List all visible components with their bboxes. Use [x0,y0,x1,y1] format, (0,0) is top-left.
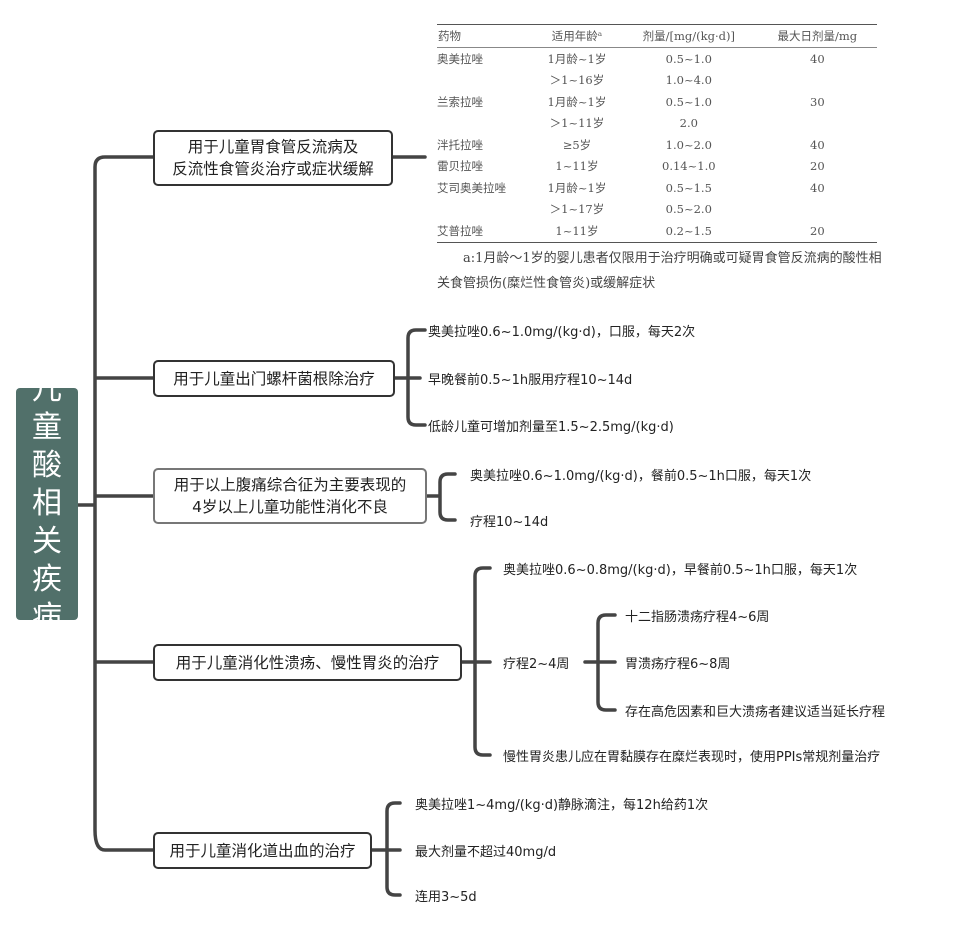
leaf-item: 奥美拉唑0.6~1.0mg/(kg·d)，口服，每天2次 [428,325,696,340]
sub-leaf-item: 胃溃疡疗程6~8周 [625,657,731,672]
branch-label: 反流性食管炎治疗或症状缓解 [172,160,374,178]
trunk-line [76,155,155,852]
table-cell: 雷贝拉唑 [437,159,483,174]
branch2-bracket [393,328,427,427]
table-header: 最大日剂量/mg [757,24,877,48]
branch-label: 用于儿童胃食管反流病及 [187,138,359,156]
table-cell: 1~11岁 [534,220,620,243]
table-cell [437,199,534,221]
table-cell: ＞1~11岁 [549,116,605,131]
table-cell: 1.0~4.0 [665,73,712,88]
table-cell: 1.0~2.0 [665,137,712,152]
table-cell: 0.5~1.5 [665,180,712,195]
root-char: 关 [32,524,62,559]
table-cell: 1月龄~1岁 [547,51,607,66]
table-cell: ≥5岁 [562,137,592,152]
leaf-item: 奥美拉唑1~4mg/(kg·d)静脉滴注，每12h给药1次 [415,798,709,813]
table-row: 泮托拉唑 ≥5岁 1.0~2.0 40 [437,134,877,156]
table-cell: 1月龄~1岁 [547,180,607,195]
table-row: ＞1~11岁 2.0 [437,113,877,135]
root-char: 疾 [32,562,62,597]
table-cell [437,70,534,92]
leaf-item: 早晚餐前0.5~1h服用疗程10~14d [428,373,633,388]
table-header: 药物 [437,24,534,48]
table-cell: ＞1~16岁 [549,73,605,88]
branch-label: 4岁以上儿童功能性消化不良 [192,498,388,516]
table-header: 适用年龄ᵃ [534,24,620,48]
root-char: 酸 [32,448,62,483]
table-footnote: a:1月龄～1岁的婴儿患者仅限用于治疗明确或可疑胃食管反流病的酸性相关食管损伤(… [437,251,882,291]
branch4-bracket [460,566,492,757]
table-cell: 1~11岁 [555,159,599,174]
branch3-bracket [425,472,457,522]
branch5-bracket [370,801,402,897]
branch-hp[interactable]: 用于儿童出门螺杆菌根除治疗 [153,360,395,397]
table-cell: 奥美拉唑 [437,51,483,66]
branch-label: 用于儿童消化性溃疡、慢性胃炎的治疗 [175,653,440,672]
leaf-item: 慢性胃炎患儿应在胃黏膜存在糜烂表现时，使用PPIs常规剂量治疗 [503,750,881,765]
table-cell [758,70,877,92]
root-node: 儿 童 酸 相 关 疾 病 [16,372,78,635]
branch-ulcer[interactable]: 用于儿童消化性溃疡、慢性胃炎的治疗 [153,644,462,681]
branch-label: 用于以上腹痛综合征为主要表现的 [173,476,407,494]
leaf-item: 连用3~5d [415,890,477,905]
table-cell: 艾普拉唑 [437,220,534,243]
leaf-item: 奥美拉唑0.6~0.8mg/(kg·d)，早餐前0.5~1h口服，每天1次 [503,563,858,578]
branch-dyspepsia[interactable]: 用于以上腹痛综合征为主要表现的 4岁以上儿童功能性消化不良 [153,468,427,524]
table-cell: 兰索拉唑 [437,94,483,109]
table-cell [437,113,534,135]
table-cell [758,199,877,221]
table-cell: 40 [810,180,825,195]
leaf-item: 疗程2~4周 [503,657,570,672]
table-cell: 泮托拉唑 [437,137,483,152]
branch-label: 用于儿童消化道出血的治疗 [169,841,356,860]
root-char: 病 [32,600,62,635]
sub-leaf-item: 十二指肠溃疡疗程4~6周 [625,610,770,625]
table-cell: 0.5~2.0 [665,202,712,217]
root-char: 相 [32,486,62,521]
table-cell [758,113,877,135]
table-cell: 20 [810,159,825,174]
sub-leaf-item: 存在高危因素和巨大溃疡者建议适当延长疗程 [625,705,886,720]
table-cell: 30 [810,94,825,109]
table-row: 雷贝拉唑 1~11岁 0.14~1.0 20 [437,156,877,178]
table-cell: ＞1~17岁 [549,202,605,217]
branch-gerd[interactable]: 用于儿童胃食管反流病及 反流性食管炎治疗或症状缓解 [153,130,393,186]
branch-label: 用于儿童出门螺杆菌根除治疗 [173,369,375,388]
table-row: ＞1~17岁 0.5~2.0 [437,199,877,221]
leaf-item: 最大剂量不超过40mg/d [415,845,557,860]
table-cell: 0.14~1.0 [662,159,716,174]
branch-bleeding[interactable]: 用于儿童消化道出血的治疗 [153,832,372,869]
table-cell: 0.5~1.0 [665,51,712,66]
leaf-item: 疗程10~14d [470,515,549,530]
table-cell: 40 [810,137,825,152]
table-cell: 0.2~1.5 [619,220,758,243]
root-char: 儿 [32,372,62,407]
table-row: 兰索拉唑 1月龄~1岁 0.5~1.0 30 [437,91,877,113]
table-cell: 2.0 [679,116,698,131]
branch4-sub-bracket [583,613,617,712]
table-row: 奥美拉唑 1月龄~1岁 0.5~1.0 40 [437,48,877,70]
table-row: 艾司奥美拉唑 1月龄~1岁 0.5~1.5 40 [437,177,877,199]
table-cell: 20 [757,220,877,243]
table-header: 剂量/[mg/(kg·d)] [619,24,758,48]
table-cell: 0.5~1.0 [665,94,712,109]
leaf-item: 奥美拉唑0.6~1.0mg/(kg·d)，餐前0.5~1h口服，每天1次 [470,469,812,484]
table-row: ＞1~16岁 1.0~4.0 [437,70,877,92]
root-char: 童 [32,410,62,445]
table-cell: 1月龄~1岁 [547,94,607,109]
dosage-table: 药物 适用年龄ᵃ 剂量/[mg/(kg·d)] 最大日剂量/mg 奥美拉唑 1月龄… [437,24,877,243]
leaf-item: 低龄儿童可增加剂量至1.5~2.5mg/(kg·d) [428,420,674,435]
table-header-row: 药物 适用年龄ᵃ 剂量/[mg/(kg·d)] 最大日剂量/mg [437,24,877,48]
table-cell: 艾司奥美拉唑 [437,180,506,195]
table-cell: 40 [810,51,825,66]
